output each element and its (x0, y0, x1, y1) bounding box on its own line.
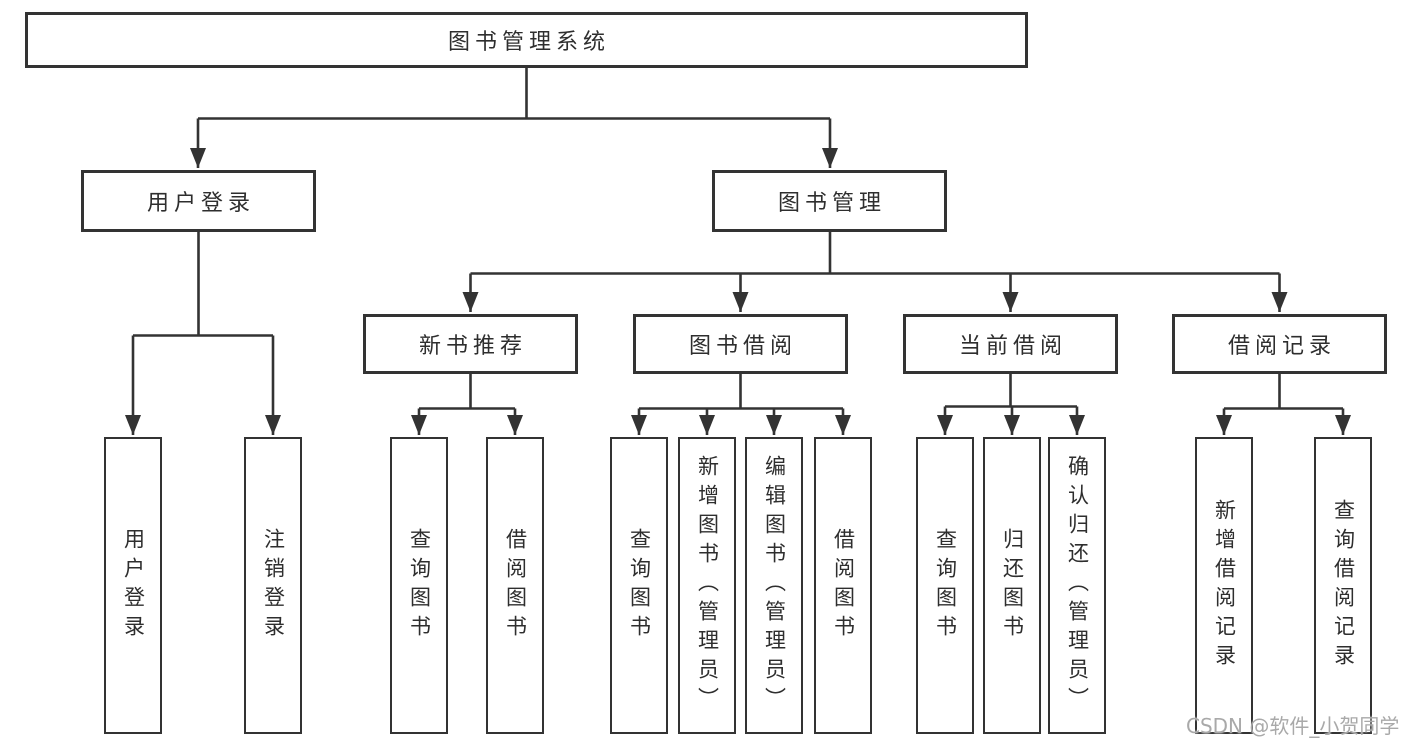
leaf-logout: 注销登录 (244, 437, 302, 734)
connector-book-management-children (462, 232, 1288, 312)
node-current-borrow: 当前借阅 (903, 314, 1118, 374)
connector-borrow-children (631, 374, 851, 435)
node-borrow-record: 借阅记录 (1172, 314, 1387, 374)
leaf-current-confirm-return-admin: 确认归还（管理员） (1048, 437, 1106, 734)
leaf-recommend-borrow-book: 借阅图书 (486, 437, 544, 734)
leaf-recommend-query-book-label: 查询图书 (407, 527, 432, 644)
node-book-borrow-label: 图书借阅 (688, 334, 797, 359)
leaf-current-return-book: 归还图书 (983, 437, 1041, 734)
leaf-borrow-borrow-book: 借阅图书 (814, 437, 872, 734)
node-user-login-label: 用户登录 (146, 191, 255, 216)
leaf-borrow-edit-book-admin: 编辑图书（管理员） (745, 437, 803, 734)
leaf-borrow-query-book-label: 查询图书 (627, 527, 652, 644)
leaf-borrow-edit-book-admin-label: 编辑图书（管理员） (762, 455, 787, 716)
leaf-record-add-borrow-record: 新增借阅记录 (1195, 437, 1253, 734)
node-user-login: 用户登录 (81, 170, 316, 232)
connector-user-login-children (125, 232, 281, 435)
leaf-recommend-borrow-book-label: 借阅图书 (503, 527, 528, 644)
leaf-current-query-book-label: 查询图书 (933, 527, 958, 644)
connector-record-children (1216, 374, 1351, 435)
leaf-record-query-borrow-record: 查询借阅记录 (1314, 437, 1372, 734)
node-book-borrow: 图书借阅 (633, 314, 848, 374)
leaf-recommend-query-book: 查询图书 (390, 437, 448, 734)
node-new-book-recommend: 新书推荐 (363, 314, 578, 374)
node-book-management: 图书管理 (712, 170, 947, 232)
leaf-user-login-label: 用户登录 (121, 527, 146, 644)
csdn-watermark: CSDN @软件_小贺同学 (1186, 714, 1400, 738)
leaf-borrow-borrow-book-label: 借阅图书 (831, 527, 856, 644)
leaf-logout-label: 注销登录 (261, 527, 286, 644)
node-book-management-label: 图书管理 (777, 191, 886, 216)
leaf-current-confirm-return-admin-label: 确认归还（管理员） (1065, 455, 1090, 716)
leaf-borrow-add-book-admin: 新增图书（管理员） (678, 437, 736, 734)
node-root-label: 图书管理系统 (447, 30, 610, 55)
leaf-borrow-query-book: 查询图书 (610, 437, 668, 734)
node-new-book-recommend-label: 新书推荐 (418, 334, 527, 359)
leaf-record-add-borrow-record-label: 新增借阅记录 (1212, 498, 1237, 673)
leaf-borrow-add-book-admin-label: 新增图书（管理员） (695, 455, 720, 716)
connector-recommend-children (411, 374, 523, 435)
leaf-record-query-borrow-record-label: 查询借阅记录 (1331, 498, 1356, 673)
node-current-borrow-label: 当前借阅 (958, 334, 1067, 359)
node-borrow-record-label: 借阅记录 (1227, 334, 1336, 359)
node-root: 图书管理系统 (25, 12, 1028, 68)
leaf-user-login: 用户登录 (104, 437, 162, 734)
connector-root-to-level2 (190, 68, 838, 168)
connector-current-children (937, 374, 1085, 435)
leaf-current-return-book-label: 归还图书 (1000, 527, 1025, 644)
leaf-current-query-book: 查询图书 (916, 437, 974, 734)
